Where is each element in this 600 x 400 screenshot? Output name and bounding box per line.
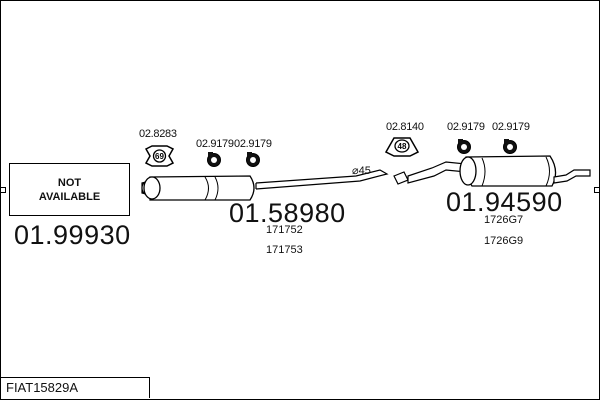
ring-clamp-icon bbox=[457, 139, 471, 154]
diagram-reference: FIAT15829A bbox=[0, 377, 150, 398]
clamp-badge-label: 69 bbox=[155, 152, 164, 161]
front-part-number: 01.99930 bbox=[14, 220, 131, 250]
clamp-part-number: 02.9179 bbox=[196, 138, 234, 150]
rear-oe-ref: 1726G7 bbox=[484, 214, 524, 226]
ring-clamp-icon bbox=[246, 152, 260, 167]
middle-oe-ref: 171752 bbox=[266, 224, 303, 236]
rear-silencer-assembly bbox=[393, 155, 591, 187]
ring-clamp-icon bbox=[503, 139, 517, 154]
clamp-part-number: 02.8283 bbox=[139, 128, 177, 140]
clamp-icon: 69 bbox=[144, 145, 175, 167]
middle-oe-ref: 171753 bbox=[266, 244, 303, 256]
clamp-badge-label: 48 bbox=[398, 142, 407, 151]
rear-oe-ref: 1726G9 bbox=[484, 235, 524, 247]
clamp-part-number: 02.9179 bbox=[234, 138, 272, 150]
rear-part-number: 01.94590 bbox=[446, 187, 563, 217]
not-available-box: NOT AVAILABLE bbox=[9, 163, 130, 216]
middle-silencer-assembly bbox=[141, 169, 389, 201]
ring-clamp-icon bbox=[207, 152, 221, 167]
bracket-clamp-icon: 48 bbox=[384, 137, 420, 157]
clamp-part-number: 02.9179 bbox=[447, 121, 485, 133]
middle-part-number: 01.58980 bbox=[229, 198, 346, 228]
pipe-diameter-label: ⌀45 bbox=[352, 165, 371, 177]
left-edge-marker bbox=[0, 187, 6, 193]
clamp-part-number: 02.9179 bbox=[492, 121, 530, 133]
clamp-part-number: 02.8140 bbox=[386, 121, 424, 133]
